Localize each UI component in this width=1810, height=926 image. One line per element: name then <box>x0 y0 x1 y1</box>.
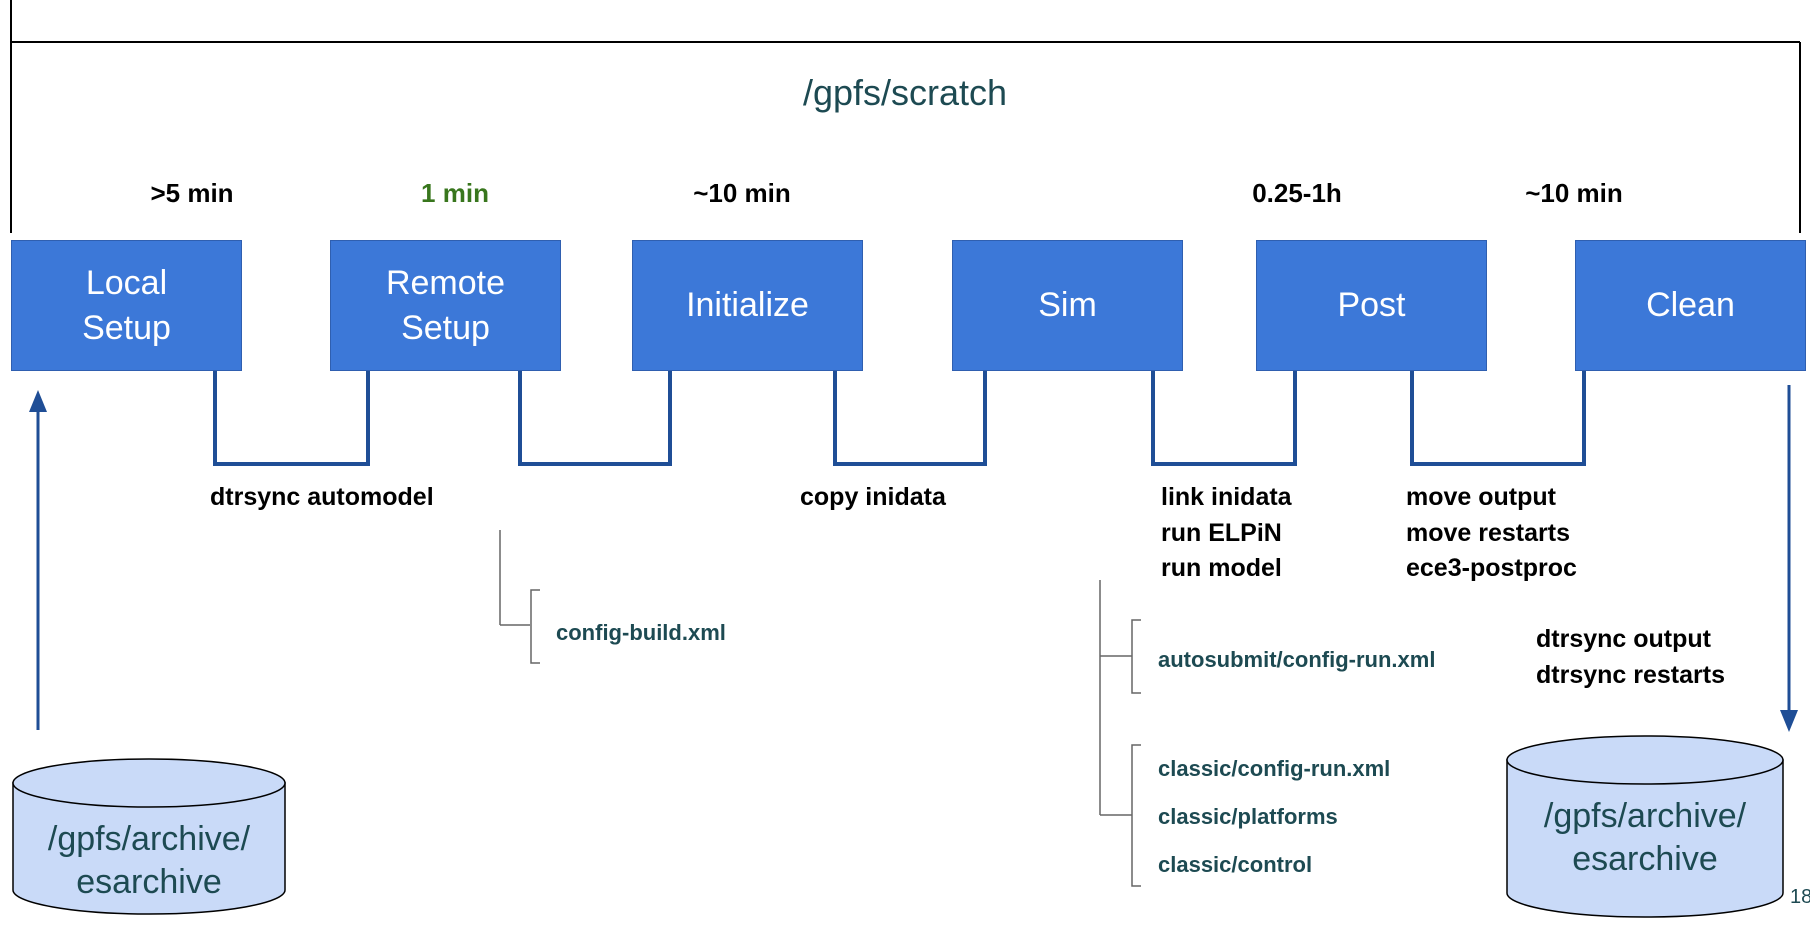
scratch-label: /gpfs/scratch <box>802 72 1008 113</box>
op-initialize-transfer: copy inidata <box>800 483 946 511</box>
archive-label-right: /gpfs/archive/ esarchive <box>1543 797 1747 878</box>
config-tree-sim <box>1099 580 1141 887</box>
config-tree-remote <box>499 530 540 664</box>
download-arrow <box>1780 385 1798 732</box>
time-clean: ~10 min <box>1525 178 1623 208</box>
stage-initialize[interactable]: Initialize <box>632 240 863 371</box>
stage-post[interactable]: Post <box>1256 240 1487 371</box>
config-classic-run-file: classic/config-run.xml <box>1158 756 1391 781</box>
connector-local-remote <box>213 371 370 466</box>
archive-cylinder-left <box>12 758 286 915</box>
connector-initialize-sim <box>833 371 987 466</box>
config-classic-platforms: classic/platforms <box>1158 804 1338 829</box>
stage-local-setup[interactable]: Local Setup <box>11 240 242 371</box>
connector-sim-post <box>1151 371 1297 466</box>
op-sim-steps: link inidata run ELPiN run model <box>1161 483 1292 582</box>
op-clean-steps: dtrsync output dtrsync restarts <box>1536 625 1725 689</box>
time-local-setup: >5 min <box>150 178 234 208</box>
archive-label-left: /gpfs/archive/ esarchive <box>47 820 251 901</box>
op-post-steps: move output move restarts ece3-postproc <box>1406 483 1577 582</box>
config-build-file: config-build.xml <box>556 620 726 645</box>
archive-cylinder-right <box>1506 735 1784 918</box>
stage-remote-setup[interactable]: Remote Setup <box>330 240 561 371</box>
stage-clean[interactable]: Clean <box>1575 240 1806 371</box>
op-remote-transfer: dtrsync automodel <box>210 483 434 511</box>
config-autosubmit-run-file: autosubmit/config-run.xml <box>1158 647 1436 672</box>
connector-post-clean <box>1410 371 1586 466</box>
scratch-bracket <box>10 0 1801 233</box>
time-initialize: ~10 min <box>693 178 791 208</box>
config-classic-control: classic/control <box>1158 852 1313 877</box>
stage-connectors <box>213 371 1586 466</box>
stage-sim[interactable]: Sim <box>952 240 1183 371</box>
page-number: 18 <box>1790 886 1810 908</box>
upload-arrow <box>29 390 47 730</box>
connector-remote-initialize <box>518 371 672 466</box>
time-remote-setup: 1 min <box>421 178 489 208</box>
time-post: 0.25-1h <box>1252 178 1342 208</box>
